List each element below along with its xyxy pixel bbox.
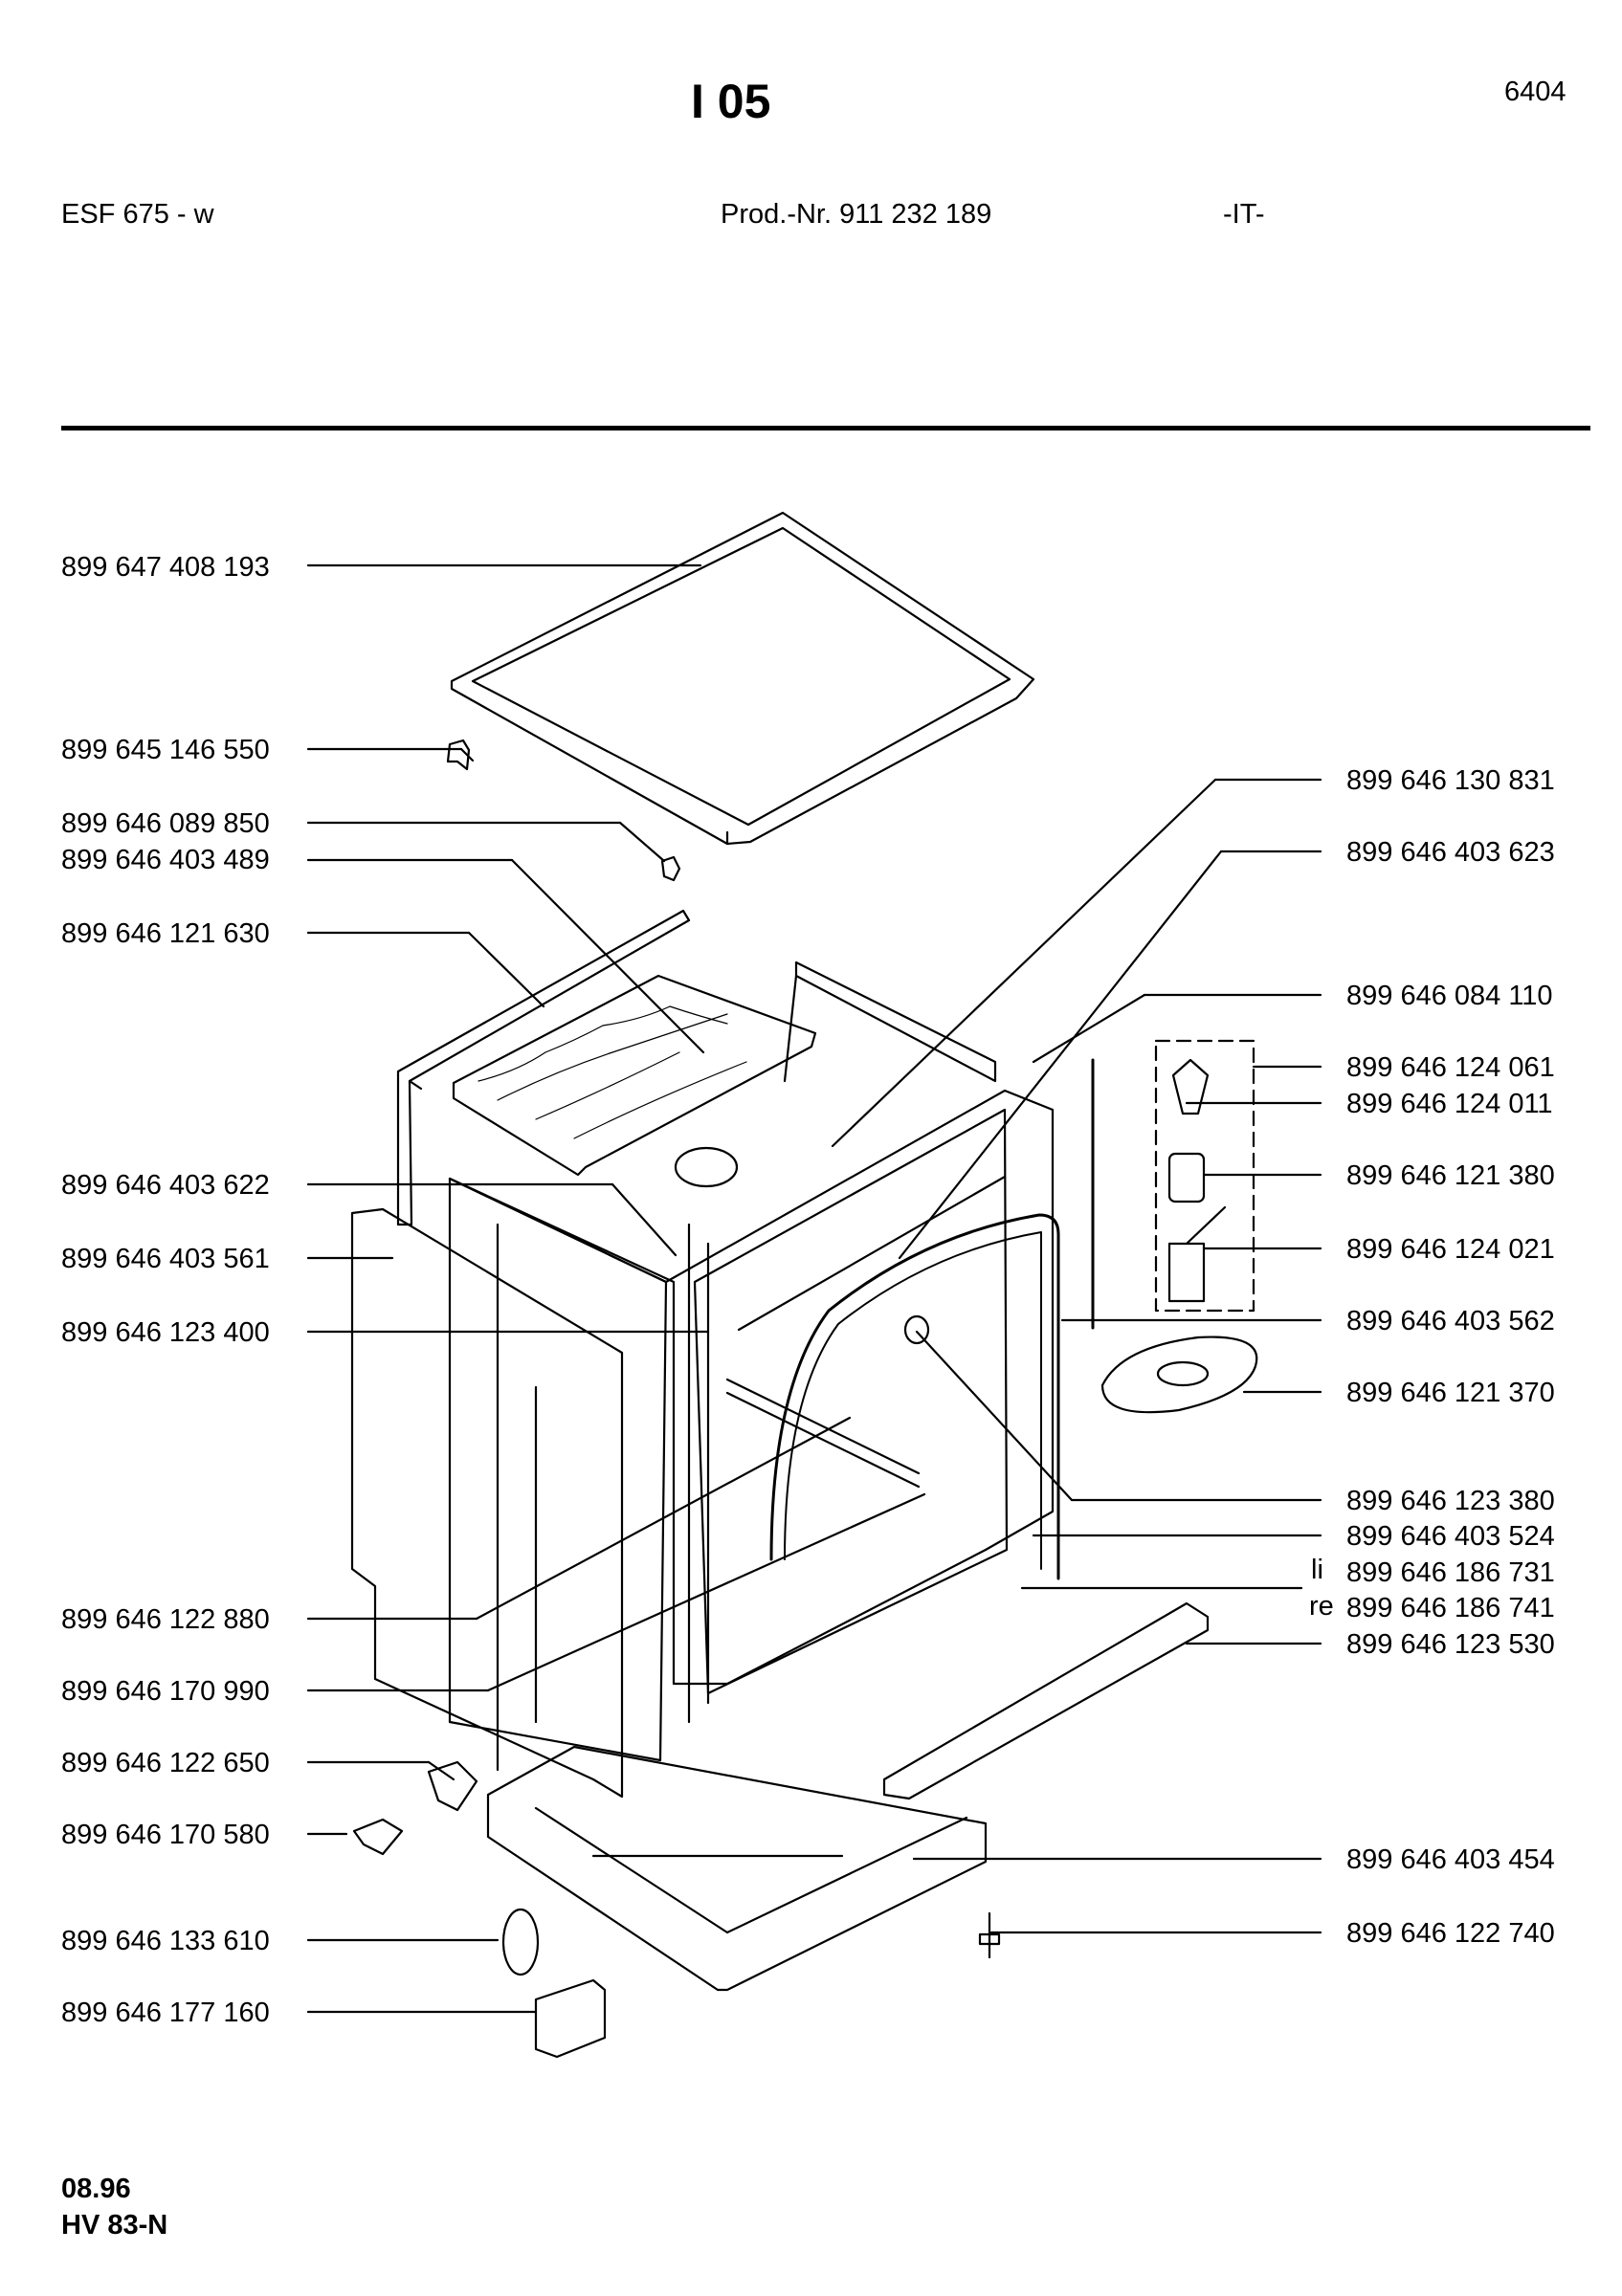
part-label-right: 899 646 403 454 bbox=[1346, 1844, 1555, 1875]
part-label-right: 899 646 124 061 bbox=[1346, 1052, 1555, 1083]
filter-basket bbox=[1167, 1205, 1227, 1303]
part-label-left: 899 646 403 622 bbox=[61, 1170, 270, 1201]
filter-group-box bbox=[1154, 1039, 1255, 1313]
product-number: Prod.-Nr. 911 232 189 bbox=[721, 199, 992, 230]
cap-shape bbox=[534, 1978, 607, 2059]
leader-lines-left bbox=[306, 563, 926, 2014]
part-label-right: 899 646 123 530 bbox=[1346, 1629, 1555, 1660]
flat-filter bbox=[1100, 1336, 1258, 1414]
part-label-left: 899 646 177 160 bbox=[61, 1998, 270, 2028]
side-marker-left: li bbox=[1311, 1555, 1323, 1585]
part-label-right: 899 646 084 110 bbox=[1346, 981, 1553, 1011]
part-label-right: 899 646 186 741 bbox=[1346, 1593, 1555, 1623]
clip-foot-2-shape bbox=[352, 1818, 404, 1856]
leader-lines-right bbox=[831, 778, 1322, 1934]
part-label-right: 899 646 403 524 bbox=[1346, 1521, 1555, 1552]
part-label-right: 899 646 123 380 bbox=[1346, 1486, 1555, 1516]
model-name: ESF 675 - w bbox=[61, 199, 214, 230]
footer-ref: HV 83-N bbox=[61, 2210, 168, 2241]
side-marker-right: re bbox=[1309, 1591, 1334, 1622]
part-label-left: 899 647 408 193 bbox=[61, 552, 270, 583]
rear-right-frame bbox=[783, 960, 997, 1083]
part-label-right: 899 646 124 011 bbox=[1346, 1089, 1553, 1119]
top-cover bbox=[450, 511, 1035, 846]
part-label-right: 899 646 122 740 bbox=[1346, 1918, 1555, 1949]
footer-date: 08.96 bbox=[61, 2174, 131, 2204]
page-code: 6404 bbox=[1504, 77, 1566, 107]
part-label-left: 899 646 122 880 bbox=[61, 1604, 270, 1635]
clip-foot-shape bbox=[427, 1760, 478, 1812]
part-label-right: 899 646 121 370 bbox=[1346, 1378, 1555, 1408]
page-title: I 05 bbox=[691, 75, 771, 128]
part-label-left: 899 646 170 580 bbox=[61, 1820, 270, 1850]
part-label-left: 899 646 122 650 bbox=[61, 1748, 270, 1778]
insulation-mat bbox=[452, 974, 817, 1177]
filter-cylinder bbox=[1167, 1152, 1206, 1203]
part-label-right: 899 646 403 623 bbox=[1346, 837, 1555, 868]
part-label-left: 899 646 403 489 bbox=[61, 845, 270, 875]
part-label-right: 899 646 121 380 bbox=[1346, 1160, 1555, 1191]
part-label-right: 899 646 130 831 bbox=[1346, 765, 1555, 796]
tub-body bbox=[448, 1089, 1060, 1772]
header-divider bbox=[61, 426, 1590, 430]
adjusting-screw bbox=[978, 1911, 1001, 1959]
part-label-left: 899 646 089 850 bbox=[61, 808, 270, 839]
part-label-left: 899 646 123 400 bbox=[61, 1317, 270, 1348]
part-label-right: 899 646 124 021 bbox=[1346, 1234, 1555, 1265]
part-label-left: 899 646 403 561 bbox=[61, 1244, 270, 1274]
side-panel-left bbox=[350, 1207, 624, 1799]
language-code: -IT- bbox=[1223, 199, 1265, 230]
seal-ring-shape bbox=[501, 1908, 540, 1976]
clip-small-1 bbox=[446, 739, 471, 771]
part-label-right: 899 646 403 562 bbox=[1346, 1306, 1555, 1336]
part-label-left: 899 646 121 630 bbox=[61, 918, 270, 949]
base-rail bbox=[882, 1601, 1210, 1800]
part-label-left: 899 645 146 550 bbox=[61, 735, 270, 765]
part-label-left: 899 646 133 610 bbox=[61, 1926, 270, 1956]
clip-small-2 bbox=[660, 855, 681, 882]
rear-left-frame bbox=[396, 909, 691, 1226]
base-frame bbox=[486, 1745, 988, 1992]
filter-top bbox=[1171, 1058, 1210, 1115]
part-label-left: 899 646 170 990 bbox=[61, 1676, 270, 1707]
part-label-right: 899 646 186 731 bbox=[1346, 1557, 1555, 1588]
